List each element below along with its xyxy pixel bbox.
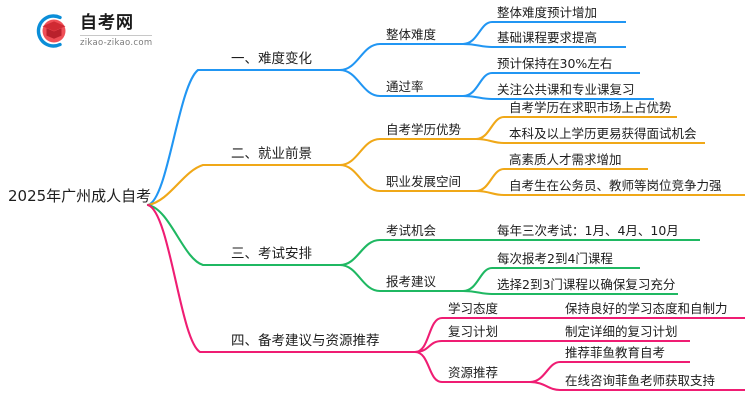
branch-node-preparation[interactable]: 四、备考建议与资源推荐 [231, 333, 380, 349]
wire-root-employment [146, 163, 227, 207]
leaf-recommend-feiyu-education[interactable]: 推荐菲鱼教育自考 [565, 345, 666, 360]
wire-career-leaf2 [474, 189, 506, 197]
wire-exam-advice [338, 263, 382, 293]
wire-passrate-leaf1 [461, 71, 494, 98]
wire-passrate-leaf2 [461, 94, 494, 101]
wire-advice-leaf1 [461, 266, 494, 293]
wire-difficulty-overall [338, 42, 382, 72]
subnode-resource-recommendation[interactable]: 资源推荐 [448, 365, 499, 380]
subnode-career-space[interactable]: 职业发展空间 [386, 174, 462, 189]
leaf-basic-course-requirement[interactable]: 基础课程要求提高 [497, 30, 598, 45]
leaf-keep-good-attitude[interactable]: 保持良好的学习态度和自制力 [565, 301, 728, 316]
wire-advantage-leaf2 [474, 137, 506, 145]
leaf-review-focus[interactable]: 关注公共课和专业课复习 [497, 82, 635, 97]
wire-prep-attitude [413, 316, 444, 354]
subnode-degree-advantage[interactable]: 自考学历优势 [386, 122, 462, 137]
wire-exam-chance [338, 238, 382, 267]
site-logo[interactable]: 自考网 zikao-zikao.com [30, 10, 153, 52]
leaf-make-detailed-plan[interactable]: 制定详细的复习计划 [565, 324, 678, 339]
subnode-pass-rate[interactable]: 通过率 [386, 79, 424, 94]
subnode-overall-difficulty[interactable]: 整体难度 [386, 27, 437, 42]
wire-resource-leaf2 [528, 380, 562, 392]
subnode-registration-advice[interactable]: 报考建议 [386, 274, 437, 289]
subnode-exam-chances[interactable]: 考试机会 [386, 223, 437, 238]
leaf-interview-opportunity[interactable]: 本科及以上学历更易获得面试机会 [509, 126, 697, 141]
subnode-study-attitude[interactable]: 学习态度 [448, 301, 499, 316]
subnode-review-plan[interactable]: 复习计划 [448, 324, 499, 339]
leaf-talent-demand[interactable]: 高素质人才需求增加 [509, 152, 622, 167]
wire-employment-career [338, 163, 382, 193]
graduation-cap-logo-icon [30, 10, 72, 52]
wire-prep-resource [413, 350, 444, 384]
wire-root-exam-schedule [146, 203, 227, 267]
wire-prep-plan [413, 339, 444, 354]
leaf-difficulty-increase[interactable]: 整体难度预计增加 [497, 5, 598, 20]
wire-advantage-leaf1 [474, 115, 506, 141]
wire-root-difficulty [146, 68, 227, 207]
wire-career-leaf1 [474, 167, 506, 193]
wire-overall-leaf2 [461, 42, 494, 49]
wire-difficulty-passrate [338, 68, 382, 98]
leaf-three-exams-per-year[interactable]: 每年三次考试：1月、4月、10月 [497, 223, 679, 238]
branch-node-exam-schedule[interactable]: 三、考试安排 [231, 246, 312, 262]
logo-name-cn: 自考网 [80, 14, 153, 36]
branch-node-difficulty[interactable]: 一、难度变化 [231, 51, 312, 67]
logo-url: zikao-zikao.com [80, 37, 153, 48]
branch-node-employment[interactable]: 二、就业前景 [231, 146, 312, 162]
wire-overall-leaf1 [461, 20, 494, 46]
leaf-register-2-to-4-courses[interactable]: 每次报考2到4门课程 [497, 251, 613, 266]
leaf-choose-2-to-3-courses[interactable]: 选择2到3门课程以确保复习充分 [497, 277, 676, 292]
wire-resource-leaf1 [528, 360, 562, 384]
leaf-job-market-advantage[interactable]: 自考学历在求职市场上占优势 [509, 100, 672, 115]
wire-root-preparation [146, 203, 227, 354]
leaf-online-consult-feiyu-teacher[interactable]: 在线咨询菲鱼老师获取支持 [565, 373, 716, 388]
wire-advice-leaf2 [461, 289, 494, 296]
logo-text-block: 自考网 zikao-zikao.com [80, 14, 153, 48]
leaf-passrate-estimate[interactable]: 预计保持在30%左右 [497, 56, 613, 71]
leaf-civil-service-competitiveness[interactable]: 自考生在公务员、教师等岗位竞争力强 [509, 178, 722, 193]
mindmap-root-node[interactable]: 2025年广州成人自考 [8, 187, 152, 205]
wire-employment-advantage [338, 137, 382, 167]
